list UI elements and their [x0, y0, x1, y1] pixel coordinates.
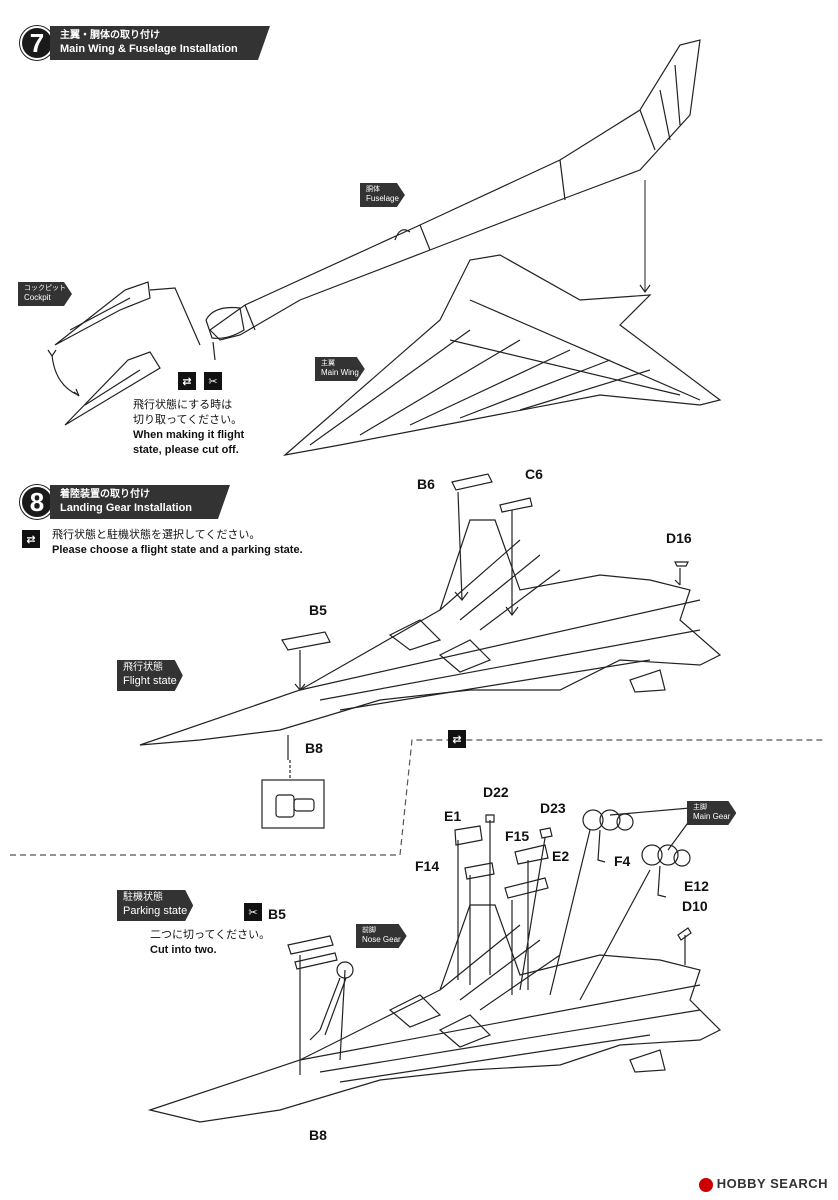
part-label-b8: B8 — [305, 740, 323, 756]
main-wing-tag-jp: 主翼 — [321, 360, 335, 367]
cut-icon: ✂ — [204, 372, 222, 390]
step8-cut-jp: 二つに切ってください。 — [150, 929, 271, 941]
part-label-c6: C6 — [525, 466, 543, 482]
step7-note-jp-2: 切り取ってください。 — [133, 414, 243, 426]
step-title-en: Landing Gear Installation — [60, 502, 193, 514]
step-title-en: Main Wing & Fuselage Installation — [60, 43, 238, 55]
part-label-d22: D22 — [483, 784, 509, 800]
step7-note-en-1: When making it flight — [133, 429, 245, 441]
part-label-b6: B6 — [417, 476, 435, 492]
part-label-f4: F4 — [614, 853, 631, 869]
choice-icon: ⇄ — [178, 372, 196, 390]
step7-cut-note: 飛行状態にする時は 切り取ってください。 When making it flig… — [133, 398, 244, 458]
part-label-f15: F15 — [505, 828, 530, 844]
cut-icon: ✂ — [244, 903, 262, 921]
step8-choose-note: 飛行状態と駐機状態を選択してください。 Please choose a flig… — [52, 528, 303, 558]
flight-state-jp: 飛行状態 — [123, 662, 163, 673]
nose-gear-tag: 前脚 Nose Gear — [356, 924, 407, 948]
watermark-text: HOBBY SEARCH — [716, 1176, 828, 1192]
part-label-b5-parking: B5 — [268, 906, 286, 922]
part-label-e12: E12 — [684, 878, 709, 894]
cockpit-tag-jp: コックピット — [24, 285, 66, 292]
choice-icon: ⇄ — [22, 530, 40, 548]
part-label-b8-parking: B8 — [309, 1127, 327, 1143]
nose-gear-en: Nose Gear — [362, 935, 401, 944]
step-8-header: 8 着陸装置の取り付け Landing Gear Installation — [20, 485, 230, 519]
main-gear-en: Main Gear — [693, 812, 731, 821]
step8-cut-note: 二つに切ってください。 Cut into two. — [150, 928, 270, 958]
cockpit-tag: コックピット Cockpit — [18, 282, 72, 306]
fuselage-tag-en: Fuselage — [366, 194, 399, 203]
main-gear-jp: 主脚 — [693, 804, 707, 811]
step-title-jp: 主翼・胴体の取り付け — [60, 30, 160, 41]
flight-state-en: Flight state — [123, 675, 177, 687]
part-label-d10: D10 — [682, 898, 708, 914]
parking-state-jp: 駐機状態 — [123, 892, 163, 903]
choice-icon: ⇄ — [448, 730, 466, 748]
hobby-search-logo-icon — [698, 1178, 713, 1192]
part-label-e2: E2 — [552, 848, 570, 864]
step-7-header: 7 主翼・胴体の取り付け Main Wing & Fuselage Instal… — [20, 26, 270, 60]
step-title-bar: 着陸装置の取り付け Landing Gear Installation — [50, 485, 230, 519]
step7-note-jp-1: 飛行状態にする時は — [133, 399, 233, 411]
fuselage-outline — [209, 39, 701, 341]
step-title-bar: 主翼・胴体の取り付け Main Wing & Fuselage Installa… — [50, 26, 270, 60]
step7-note-en-2: state, please cut off. — [133, 444, 239, 456]
main-gear-tag: 主脚 Main Gear — [687, 801, 736, 825]
parking-state-en: Parking state — [123, 905, 188, 917]
watermark: HOBBY SEARCH — [698, 1176, 828, 1192]
step8-choose-jp: 飛行状態と駐機状態を選択してください。 — [52, 529, 261, 541]
fuselage-tag-jp: 胴体 — [366, 186, 380, 193]
part-label-f14: F14 — [415, 858, 440, 874]
main-wing-tag: 主翼 Main Wing — [315, 357, 365, 381]
parking-state-tag: 駐機状態 Parking state — [117, 890, 193, 921]
main-wing-outline — [282, 254, 722, 456]
part-label-d23: D23 — [540, 800, 566, 816]
fuselage-tag: 胴体 Fuselage — [360, 183, 405, 207]
main-wing-tag-en: Main Wing — [321, 368, 359, 377]
cockpit-tag-en: Cockpit — [24, 293, 51, 302]
part-label-b5: B5 — [309, 602, 327, 618]
flight-state-tag: 飛行状態 Flight state — [117, 660, 183, 691]
nose-gear-jp: 前脚 — [362, 927, 376, 934]
step-number: 7 — [20, 26, 54, 60]
step8-cut-en: Cut into two. — [150, 944, 217, 956]
flight-state-aircraft — [139, 519, 722, 746]
step-number: 8 — [20, 485, 54, 519]
step-title-jp: 着陸装置の取り付け — [60, 489, 150, 500]
part-label-d16: D16 — [666, 530, 692, 546]
step8-choose-en: Please choose a flight state and a parki… — [52, 544, 303, 556]
part-label-e1: E1 — [444, 808, 462, 824]
